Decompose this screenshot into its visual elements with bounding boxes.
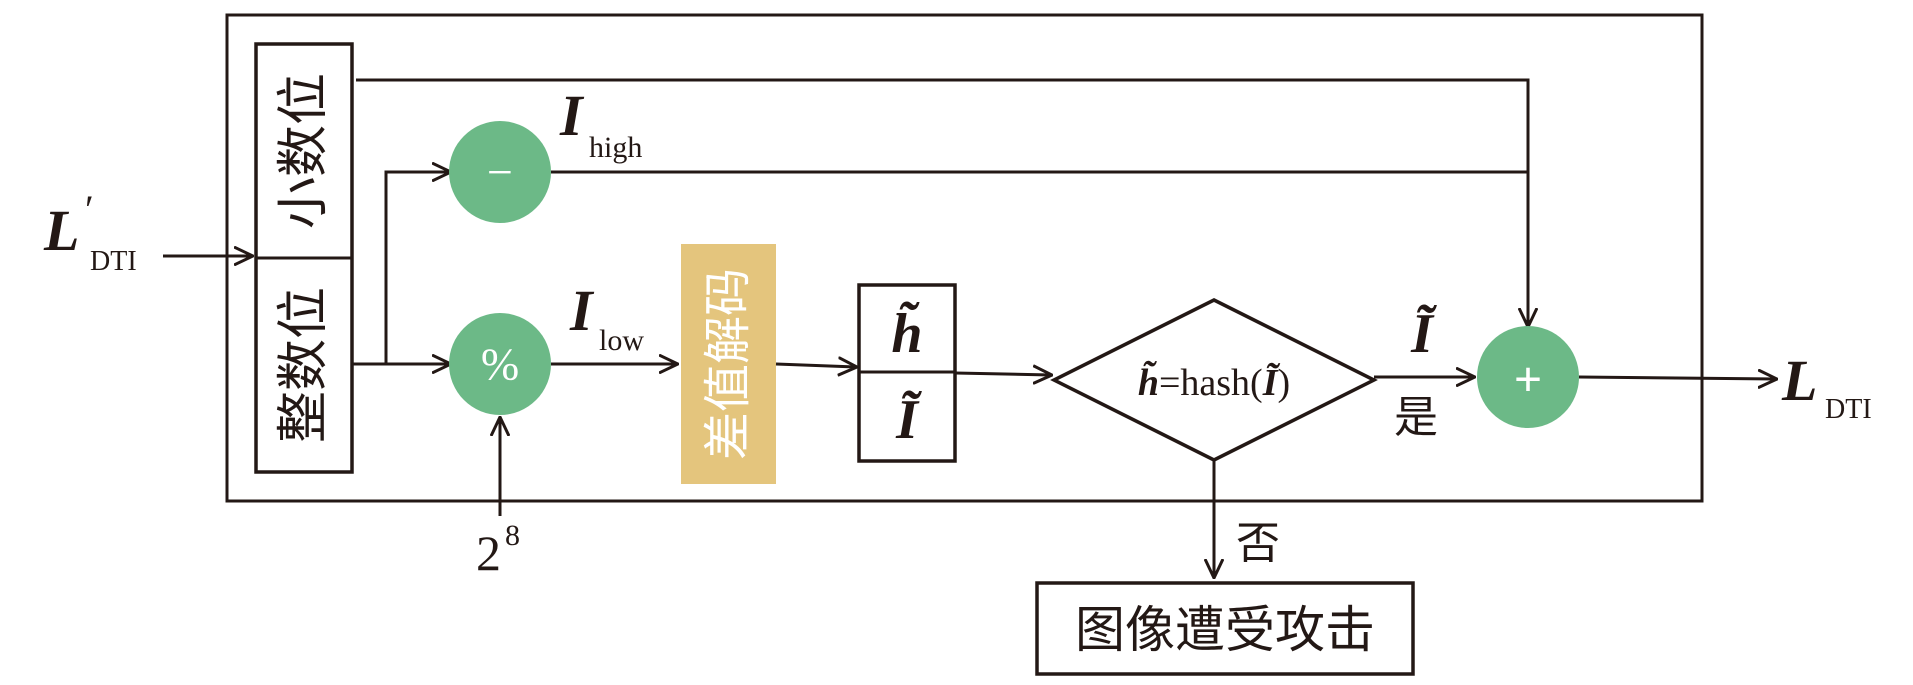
i-low-subscript: low [599,324,644,357]
extracted-image: Ĩ [895,389,922,451]
modulus-label: 2 8 [476,519,520,581]
i-low-symbol: I [569,278,595,343]
to-decision-arrow [954,373,1051,375]
yes-label: 是 [1394,392,1438,443]
i-high-symbol: I [559,83,585,148]
input-prime: ′ [85,187,94,232]
difference-decoding-block: 差值解码 [681,244,776,484]
output-symbol: L [1781,348,1817,413]
output-subscript: DTI [1825,394,1872,425]
subtract-circle [449,121,551,223]
add-circle [1477,326,1579,428]
decision-diamond: h̃=hash(Ĩ) [1050,298,1378,462]
integer-part-label: 整数位 [274,287,334,443]
input-label: L ′ DTI [43,187,137,277]
plus-symbol: + [1514,351,1543,407]
decoding-block-label: 差值解码 [700,268,756,460]
subtract-node: − [449,121,551,223]
modulus-base: 2 [476,525,501,581]
percent-symbol: % [481,339,519,390]
integer-to-subtract-arrow [384,172,450,364]
decision-condition: h̃=hash(Ĩ) [1138,361,1290,404]
outer-frame [225,13,1704,503]
output-label: L DTI [1781,348,1872,425]
i-low-label: I low [569,278,644,357]
attack-result-frame [1035,581,1415,676]
minus-symbol: − [487,147,513,198]
modulo-node: % [449,313,551,415]
modulus-exponent: 8 [505,519,520,552]
modulo-circle [449,313,551,415]
fraction-wire [356,78,1528,326]
fraction-part-label: 小数位 [274,73,334,229]
attack-result-label: 图像遭受攻击 [1075,601,1375,659]
decoding-block-rect [681,244,776,484]
extracted-box: h̃ Ĩ [857,283,957,463]
split-box: 小数位 整数位 [254,42,354,474]
add-node: + [1477,326,1579,428]
input-subscript: DTI [90,246,137,277]
attack-result-box: 图像遭受攻击 [1035,581,1415,676]
i-high-label: I high [559,83,642,164]
no-label: 否 [1236,518,1280,569]
extracted-hash: h̃ [891,300,922,365]
i-high-subscript: high [589,131,642,164]
yes-branch-symbol: Ĩ [1410,303,1437,365]
input-symbol: L [43,198,79,263]
decoded-arrow [775,364,856,367]
output-arrow [1578,377,1776,379]
